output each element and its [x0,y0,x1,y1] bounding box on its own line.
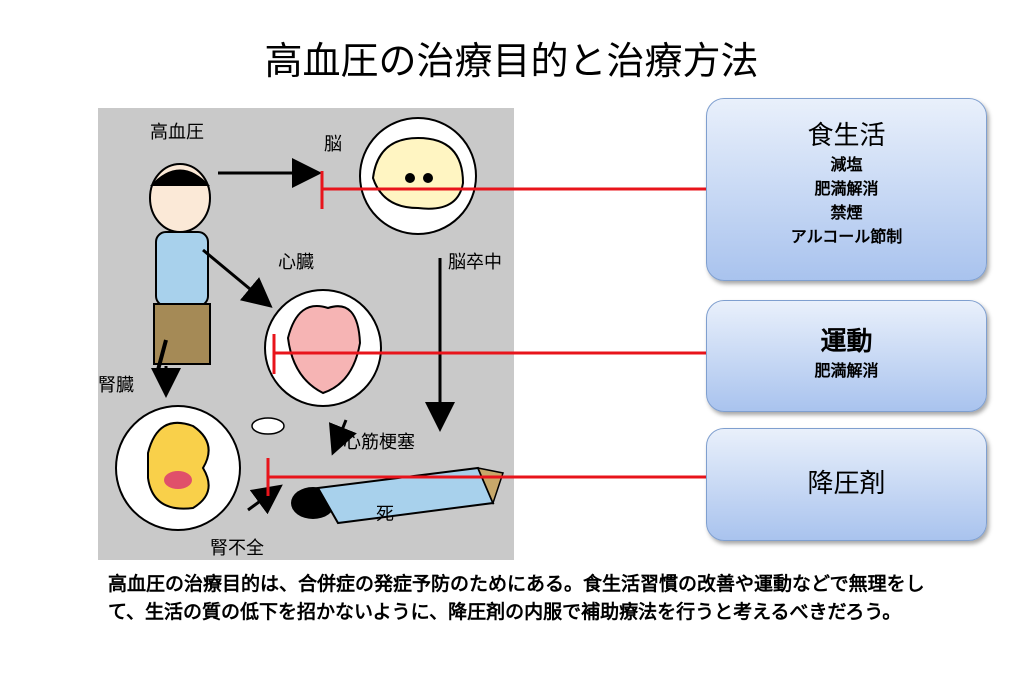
arrow-to-heart [202,248,273,308]
box-diet-item: アルコール節制 [790,227,903,246]
man-figure [149,163,211,371]
illustration-drawing: 高血圧 脳 脳卒中 心臓 腎臓 心筋梗塞 腎不全 死 [98,117,504,559]
box-exercise: 運動 肥満解消 [706,300,987,412]
arrow-renal [247,484,283,515]
box-diet-item: 肥満解消 [814,179,879,198]
caption-text: 高血圧の治療目的は、合併症の発症予防のためにある。食生活習慣の改善や運動などで無… [108,573,925,623]
box-diet: 食生活 減塩 肥満解消 禁煙 アルコール節制 [706,98,987,281]
box-diet-item: 禁煙 [830,203,863,222]
box-diet-item: 減塩 [830,155,863,174]
box-exercise-head: 運動 [820,327,873,357]
label-hypertension: 高血圧 [150,122,204,143]
label-heart: 心臓 [278,252,314,273]
label-stroke: 脳卒中 [448,252,502,273]
box-medication: 降圧剤 [706,428,987,541]
pill-icon [251,417,285,435]
kidney-figure [115,405,241,531]
brain-figure [359,117,477,235]
page-title: 高血圧の治療目的と治療方法 [264,39,759,83]
label-death: 死 [376,504,394,525]
illustration: 高血圧 脳 脳卒中 心臓 腎臓 心筋梗塞 腎不全 死 [98,108,514,560]
box-diet-head: 食生活 [807,121,886,151]
label-kidney: 腎臓 [98,375,134,396]
box-medication-head: 降圧剤 [807,469,886,499]
arrow-infarction [328,419,357,456]
label-brain: 脳 [324,134,342,155]
label-infarction: 心筋梗塞 [343,432,415,453]
box-exercise-item: 肥満解消 [814,361,879,380]
label-renal-failure: 腎不全 [210,538,264,559]
heart-figure [264,289,382,407]
